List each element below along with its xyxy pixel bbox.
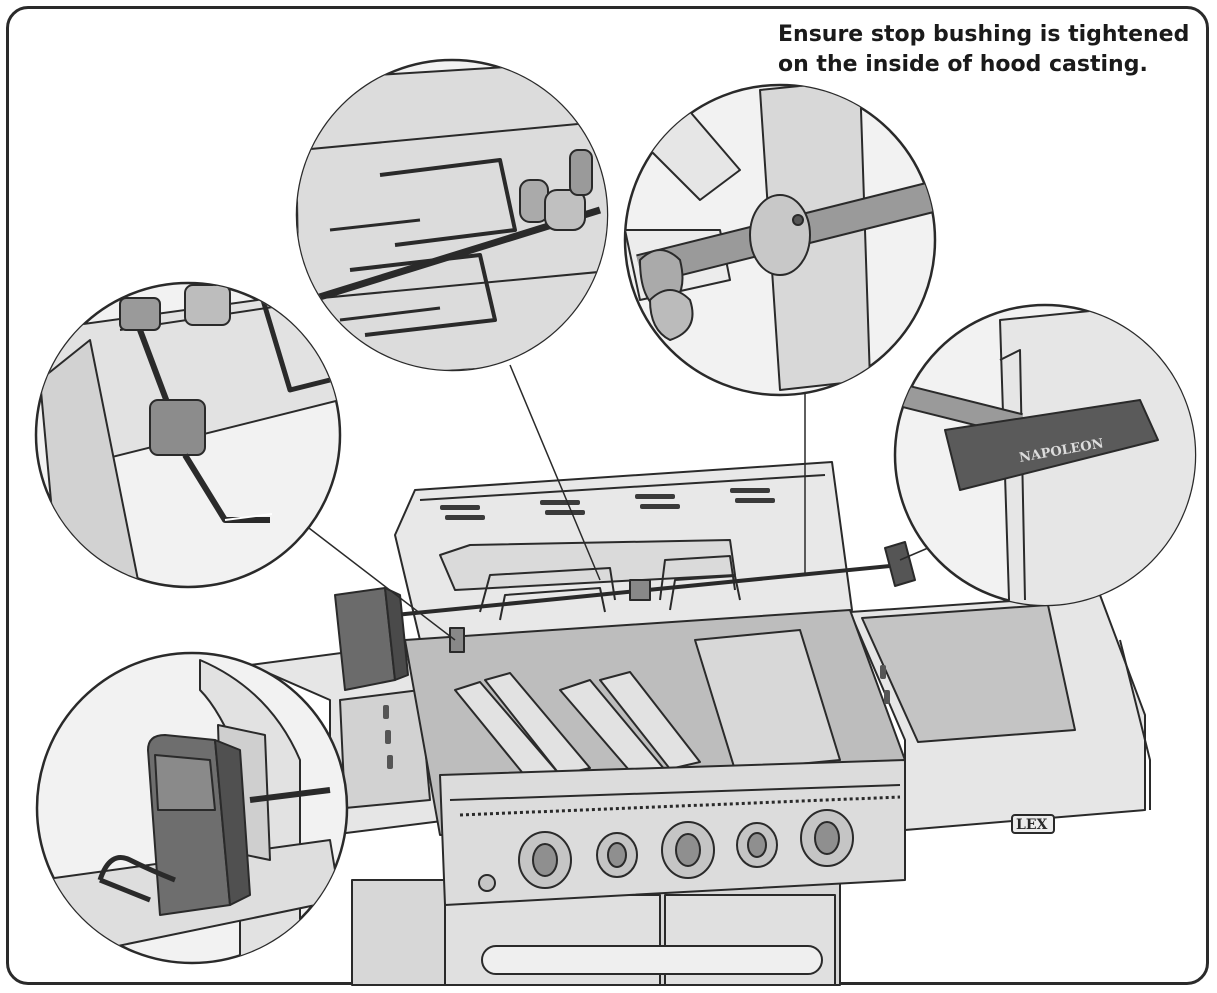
grill-body: LEX — [249, 461, 1151, 986]
callout-spit-handle: NAPOLEON — [893, 303, 1197, 607]
instruction-line-1: Ensure stop bushing is tightened — [778, 22, 1190, 47]
door-handle — [481, 945, 823, 975]
control-knobs — [478, 809, 854, 892]
callout-left-bushing — [34, 281, 342, 589]
callout-spit-forks — [295, 58, 609, 372]
instruction-caption: Ensure stop bushing is tightened on the … — [778, 20, 1198, 80]
stop-bushing — [149, 399, 206, 456]
lex-badge: LEX — [1011, 814, 1055, 834]
svg-text:LEX: LEX — [1016, 817, 1048, 833]
hood-vents — [440, 488, 775, 520]
warming-tray — [694, 629, 841, 771]
callout-motor — [35, 651, 349, 965]
spit-forks — [479, 555, 741, 621]
napoleon-handle — [944, 399, 1159, 491]
spit-counterweight — [629, 579, 651, 601]
shelf-slots — [383, 665, 890, 769]
spit-handle — [884, 541, 916, 587]
ignition-button — [478, 874, 496, 892]
hood-stop-bushing — [749, 194, 811, 276]
flame-tamers — [454, 671, 701, 783]
callout-hood-bushing — [623, 83, 937, 397]
instruction-line-2: on the inside of hood casting. — [778, 52, 1148, 77]
vent-perforations — [459, 795, 901, 817]
